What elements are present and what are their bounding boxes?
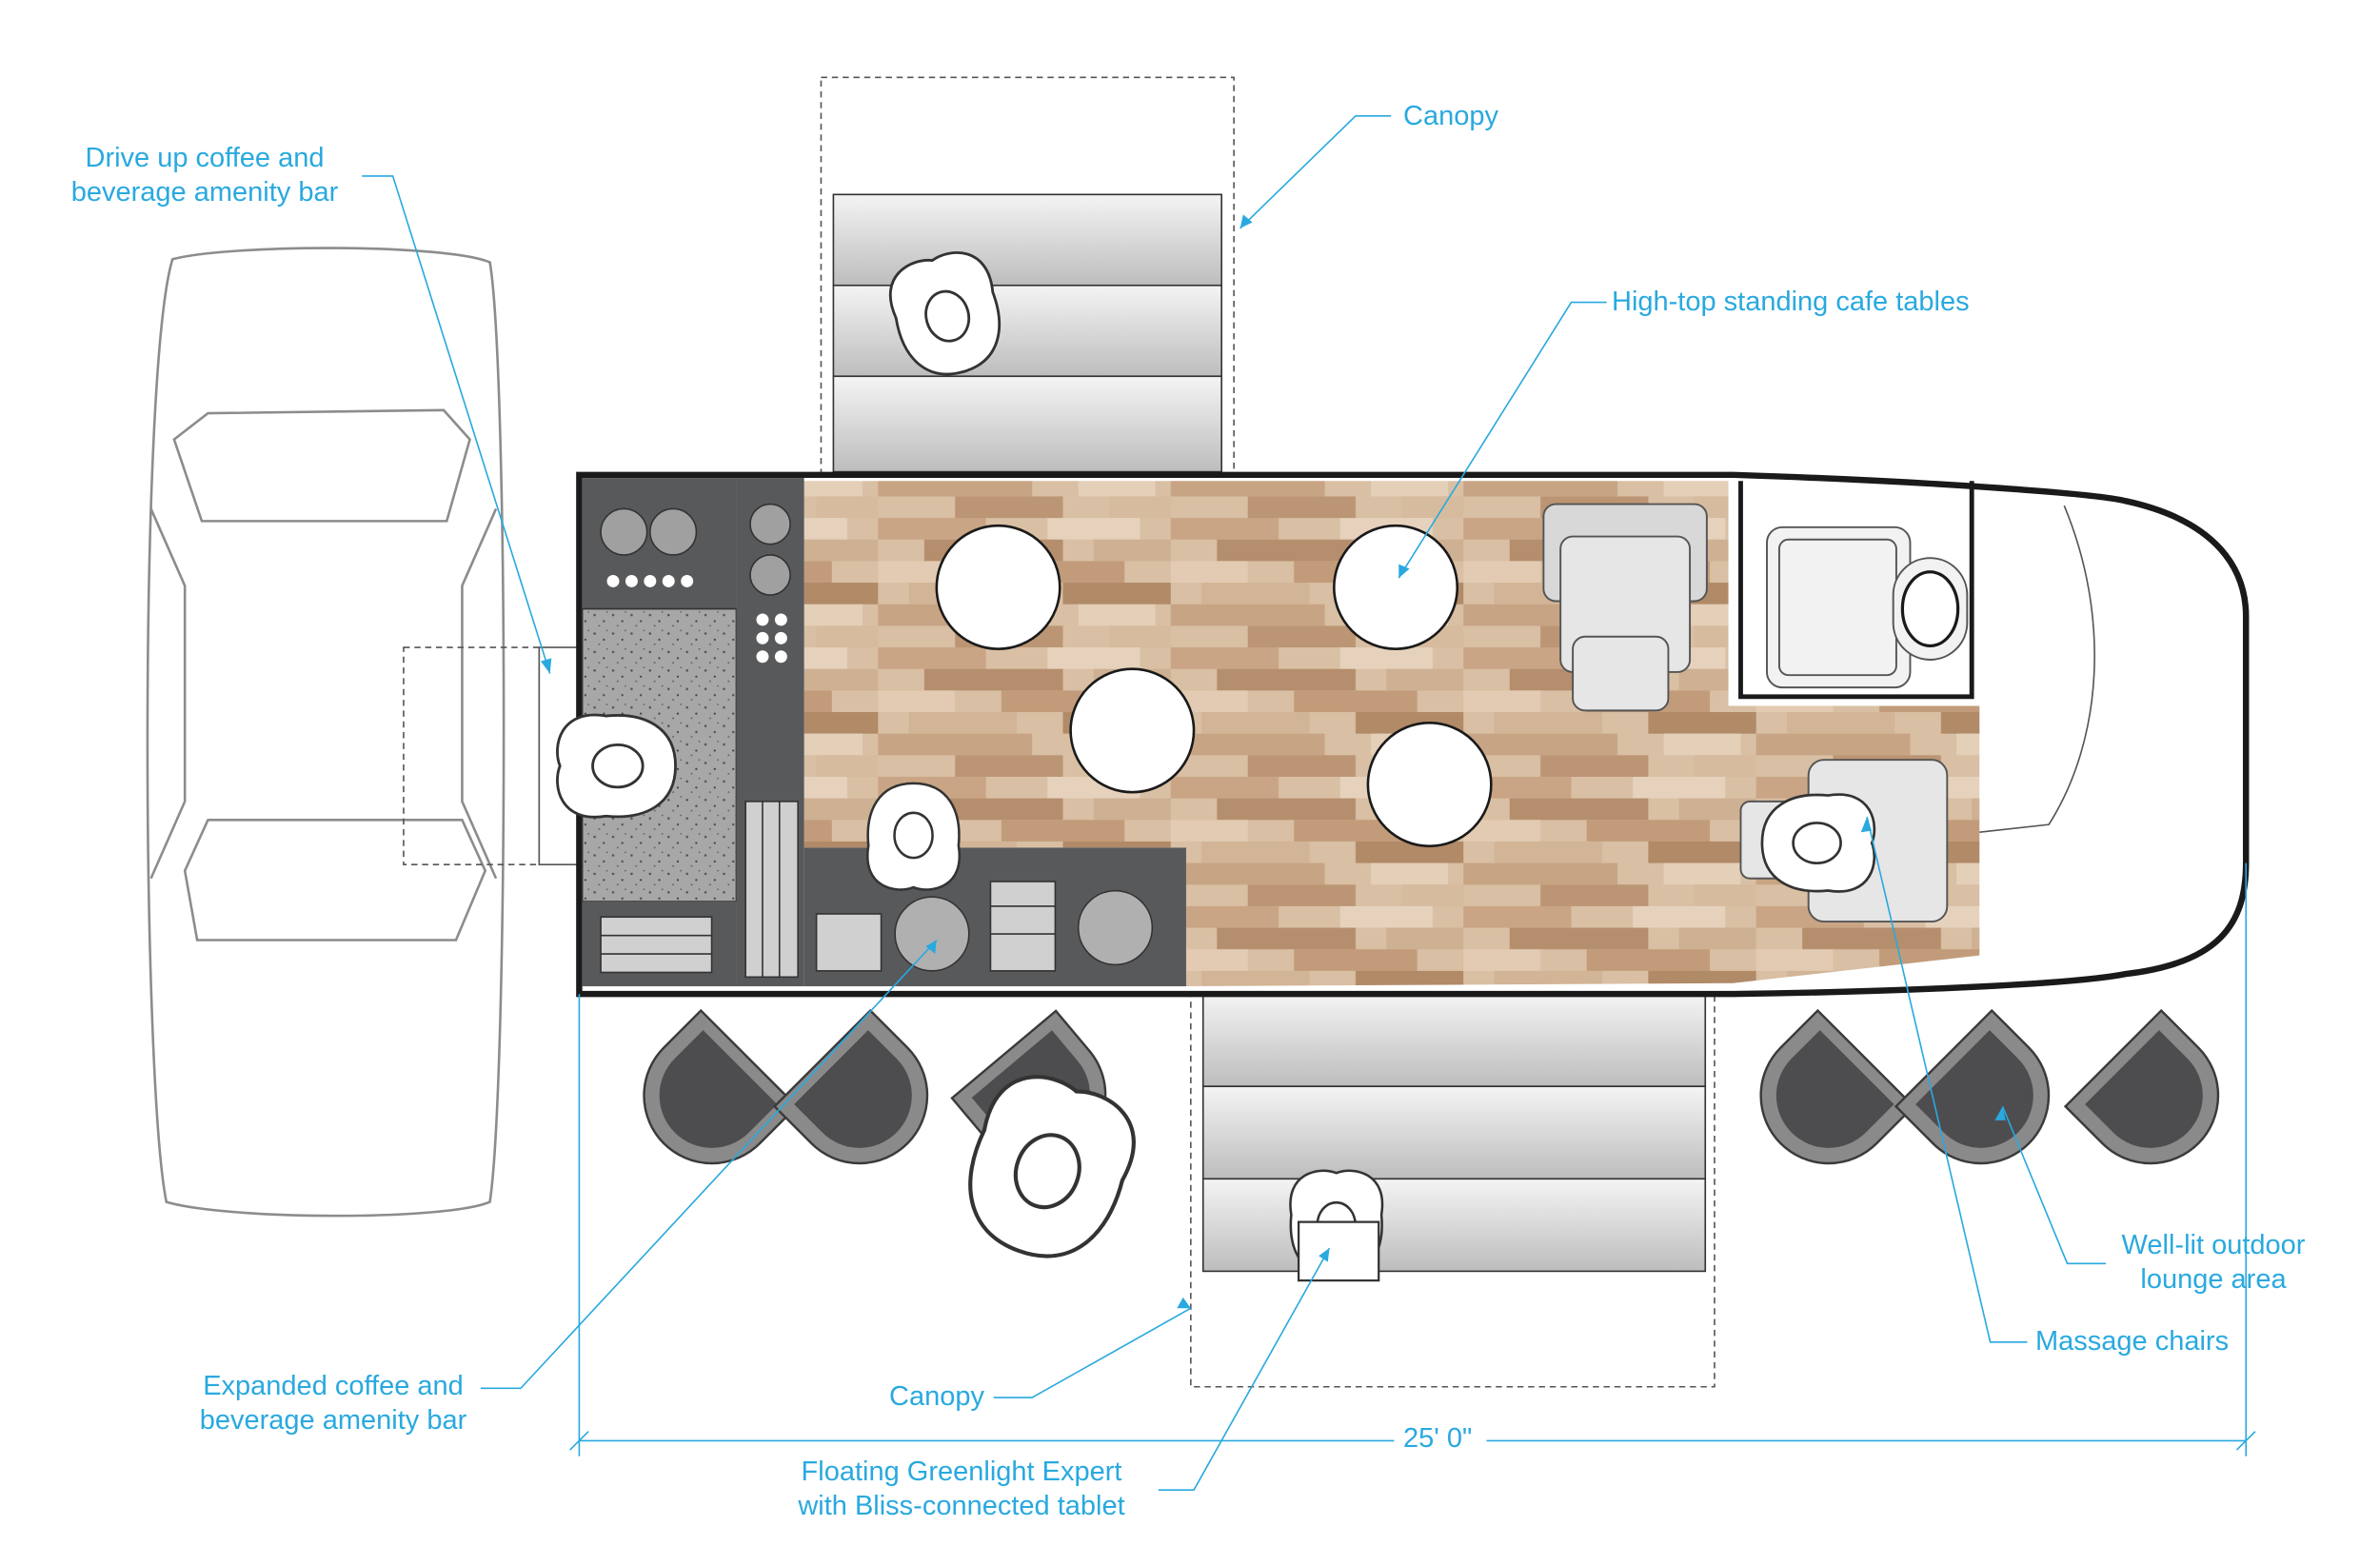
floating-expert-label-line1: Floating Greenlight Expert bbox=[801, 1457, 1122, 1487]
massage-chair-icon bbox=[1766, 525, 1969, 689]
person-topdown-icon bbox=[555, 713, 678, 819]
expanded-bar-callout: Expanded coffee and beverage amenity bar bbox=[176, 1369, 490, 1437]
round-table-icon bbox=[1366, 722, 1493, 848]
top-steps bbox=[832, 193, 1222, 473]
callout-leaders bbox=[362, 114, 2106, 1491]
coffee-bar-counter bbox=[581, 478, 1186, 987]
lounge-chair-icon bbox=[2064, 1009, 2248, 1193]
callout-arrowheads bbox=[540, 214, 2006, 1309]
canopy-bottom-label: Canopy bbox=[889, 1381, 984, 1412]
lounge-area-label-line2: lounge area bbox=[2140, 1264, 2287, 1295]
canopy-top-label: Canopy bbox=[1403, 101, 1498, 131]
lounge-chair-icon bbox=[1731, 1009, 1915, 1193]
massage-chair-icon bbox=[1542, 503, 1708, 712]
lounge-chair-icon bbox=[773, 1009, 957, 1193]
drive-up-window-zone bbox=[403, 646, 541, 866]
floating-expert-callout: Floating Greenlight Expert with Bliss-co… bbox=[781, 1455, 1142, 1523]
lounge-area-callout: Well-lit outdoor lounge area bbox=[2085, 1228, 2342, 1297]
round-table-icon bbox=[1333, 524, 1459, 650]
lounge-area-label-line1: Well-lit outdoor bbox=[2121, 1230, 2306, 1260]
expanded-bar-label-line1: Expanded coffee and bbox=[203, 1371, 464, 1401]
car-outline-icon bbox=[146, 247, 506, 1218]
dimension-line bbox=[569, 862, 2256, 1457]
cafe-tables bbox=[935, 524, 1493, 848]
round-table-icon bbox=[1069, 667, 1196, 794]
person-topdown-icon bbox=[865, 782, 962, 892]
massage-chairs-label: Massage chairs bbox=[2035, 1326, 2230, 1357]
round-table-icon bbox=[935, 524, 1061, 650]
tablet-icon bbox=[1297, 1220, 1380, 1282]
person-topdown-icon bbox=[1762, 795, 1874, 892]
expanded-bar-label-line2: beverage amenity bar bbox=[199, 1405, 467, 1436]
lounge-chair-icon bbox=[614, 1009, 799, 1193]
drive-up-callout: Drive up coffee and beverage amenity bar bbox=[48, 141, 362, 209]
drive-up-label-line1: Drive up coffee and bbox=[85, 143, 325, 173]
drive-up-label-line2: beverage amenity bar bbox=[70, 177, 339, 208]
floating-expert-label-line2: with Bliss-connected tablet bbox=[798, 1491, 1125, 1521]
bottom-steps bbox=[1201, 993, 1707, 1273]
high-top-tables-label: High-top standing cafe tables bbox=[1612, 287, 1970, 317]
dimension-label: 25' 0" bbox=[1403, 1423, 1473, 1454]
lounge-chair-icon bbox=[1894, 1009, 2078, 1193]
